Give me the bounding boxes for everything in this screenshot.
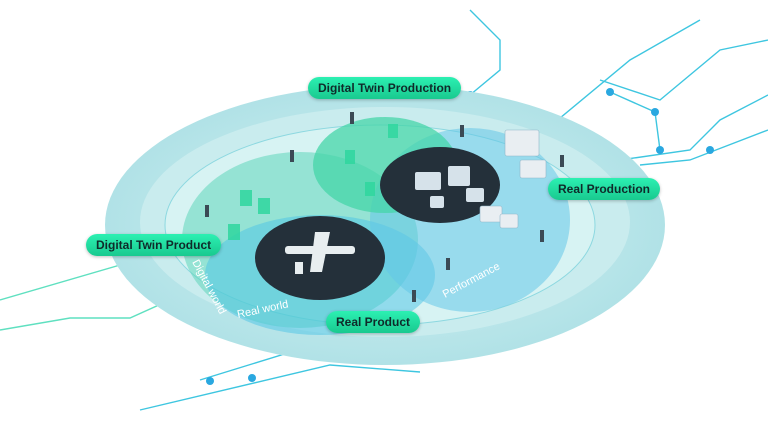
real-product-label: Real Product [326, 311, 421, 333]
network-lines [0, 9, 768, 411]
real-production-label: Real Production [548, 178, 661, 200]
people-figures [205, 112, 564, 302]
production-machines [415, 166, 484, 208]
digital-screens [228, 124, 398, 240]
digital-twin-production-label: Digital Twin Production [308, 77, 462, 99]
aircraft-model [285, 232, 355, 274]
real-production-area [479, 129, 547, 229]
digital-twin-product-label: Digital Twin Product [86, 234, 222, 256]
